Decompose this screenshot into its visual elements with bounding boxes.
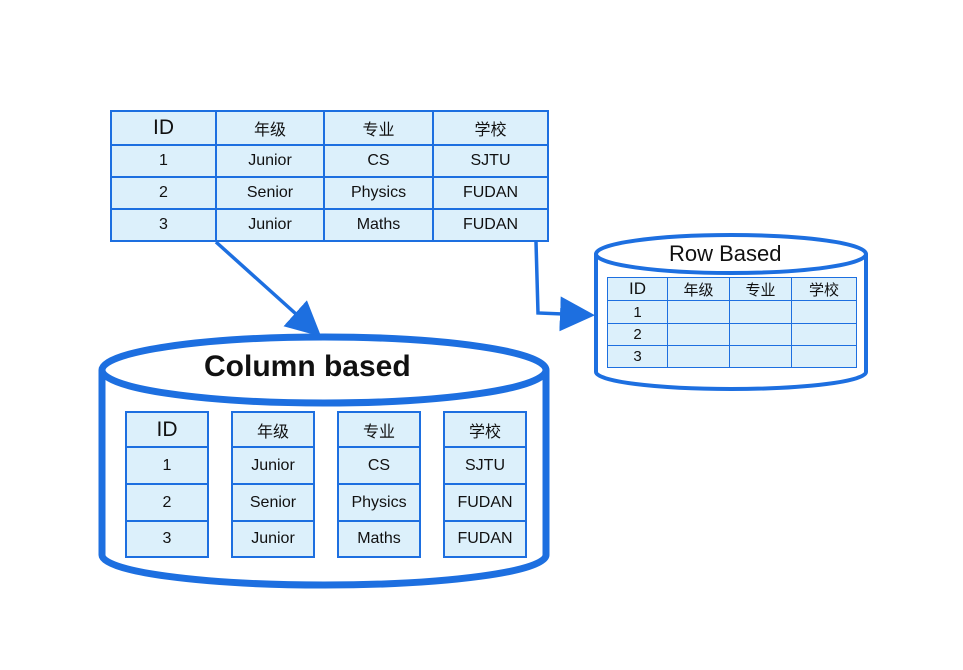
row-id-cell: 2	[607, 323, 668, 346]
row-header-grade: 年级	[667, 277, 730, 301]
column-cell: FUDAN	[443, 520, 527, 558]
row-header-major: 专业	[729, 277, 792, 301]
column-cell: 1	[125, 446, 209, 485]
column-cell: SJTU	[443, 446, 527, 485]
source-cell: FUDAN	[432, 176, 549, 210]
row-header-school: 学校	[791, 277, 857, 301]
column-header-school: 学校	[443, 411, 527, 448]
source-cell: 1	[110, 144, 217, 178]
column-cell: Senior	[231, 483, 315, 522]
source-cell: 3	[110, 208, 217, 242]
source-cell: Junior	[215, 208, 325, 242]
column-header-id: ID	[125, 411, 209, 448]
source-cell: 2	[110, 176, 217, 210]
column-cell: Junior	[231, 520, 315, 558]
source-header-major: 专业	[323, 110, 434, 146]
row-store-title: Row Based	[669, 241, 782, 266]
row-empty-cell	[791, 300, 857, 324]
column-header-grade: 年级	[231, 411, 315, 448]
column-cell: 3	[125, 520, 209, 558]
arrow-to-column-store	[214, 240, 322, 337]
row-empty-cell	[667, 345, 730, 368]
column-cell: 2	[125, 483, 209, 522]
row-empty-cell	[667, 300, 730, 324]
source-cell: Junior	[215, 144, 325, 178]
column-cell: Junior	[231, 446, 315, 485]
row-header-id: ID	[607, 277, 668, 301]
source-header-school: 学校	[432, 110, 549, 146]
column-store-cylinder	[98, 333, 550, 589]
source-cell: SJTU	[432, 144, 549, 178]
row-empty-cell	[791, 323, 857, 346]
column-cell: Physics	[337, 483, 421, 522]
row-id-cell: 1	[607, 300, 668, 324]
source-cell: Maths	[323, 208, 434, 242]
arrow-to-row-store	[534, 241, 595, 332]
row-empty-cell	[729, 300, 792, 324]
source-cell: CS	[323, 144, 434, 178]
source-cell: FUDAN	[432, 208, 549, 242]
column-cell: CS	[337, 446, 421, 485]
column-store-title: Column based	[204, 350, 411, 383]
source-cell: Senior	[215, 176, 325, 210]
row-empty-cell	[667, 323, 730, 346]
column-header-major: 专业	[337, 411, 421, 448]
row-empty-cell	[729, 345, 792, 368]
column-cell: FUDAN	[443, 483, 527, 522]
source-header-id: ID	[110, 110, 217, 146]
row-id-cell: 3	[607, 345, 668, 368]
column-cell: Maths	[337, 520, 421, 558]
row-empty-cell	[791, 345, 857, 368]
row-empty-cell	[729, 323, 792, 346]
source-cell: Physics	[323, 176, 434, 210]
source-header-grade: 年级	[215, 110, 325, 146]
